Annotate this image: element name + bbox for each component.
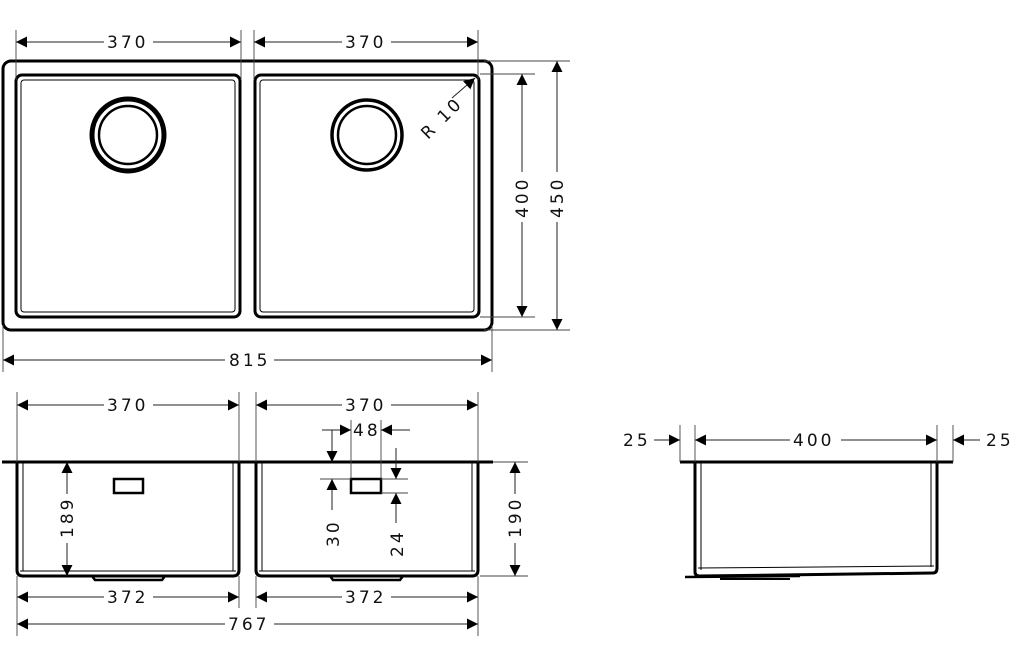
front-left-basin (15, 462, 241, 578)
dim-top-right-width: 370 (254, 33, 478, 53)
front-view: 370 370 48 30 24 (2, 392, 528, 636)
dim-side-flange-right: 25 (953, 431, 1014, 451)
svg-text:30: 30 (324, 519, 344, 547)
svg-text:370: 370 (107, 396, 148, 416)
svg-text:48: 48 (353, 421, 381, 441)
drain-right-icon (330, 98, 404, 172)
front-right-basin (254, 462, 480, 578)
svg-text:400: 400 (793, 431, 834, 451)
dim-overflow-width: 48 (322, 421, 410, 441)
dim-bottom-right-width: 372 (256, 588, 478, 608)
dim-top-left-width: 370 (16, 33, 241, 53)
svg-text:25: 25 (986, 431, 1014, 451)
drain-left-icon (89, 96, 167, 174)
svg-text:372: 372 (345, 588, 386, 608)
right-basin-inner-edge (259, 79, 475, 313)
dim-front-left-width: 370 (17, 396, 239, 416)
dim-outer-depth: 450 (548, 61, 568, 330)
outer-flange-outline (1, 59, 494, 332)
svg-text:370: 370 (345, 33, 386, 53)
dim-right-depth: 190 (506, 462, 526, 576)
svg-text:815: 815 (229, 351, 270, 371)
dim-overall-width-top: 815 (3, 351, 492, 371)
left-basin-outline (14, 73, 242, 319)
dim-side-basin-depth: 400 (695, 431, 937, 451)
side-basin-outline (693, 462, 939, 578)
right-basin-outline (253, 73, 481, 319)
front-left-drain-lip (91, 575, 166, 582)
svg-text:767: 767 (228, 615, 269, 635)
dim-bottom-left-width: 372 (17, 588, 239, 608)
top-view: 370 370 R 10 400 450 (1, 30, 570, 372)
dim-side-flange-left: 25 (623, 431, 680, 451)
dim-left-depth: 189 (58, 462, 78, 576)
dim-corner-radius: R 10 (417, 77, 476, 144)
side-bottom-plate (684, 574, 801, 579)
dim-overflow-offset-top: 30 (324, 430, 344, 547)
dim-front-overall-width: 767 (17, 615, 478, 635)
svg-text:370: 370 (345, 396, 386, 416)
overflow-right-icon (349, 477, 383, 495)
svg-text:25: 25 (623, 431, 651, 451)
left-basin-inner-edge (20, 79, 236, 313)
dim-front-right-width: 370 (256, 396, 478, 416)
svg-text:372: 372 (107, 588, 148, 608)
dim-inner-depth: 400 (513, 74, 533, 317)
front-right-drain-lip (329, 575, 404, 582)
svg-text:400: 400 (513, 177, 533, 218)
svg-text:24: 24 (388, 529, 408, 557)
overflow-left-icon (112, 477, 145, 495)
svg-text:190: 190 (506, 497, 526, 538)
svg-text:370: 370 (107, 33, 148, 53)
dim-overflow-offset-right: 24 (388, 448, 408, 557)
svg-text:R 10: R 10 (417, 93, 467, 143)
side-view: 25 400 25 (623, 425, 1014, 580)
svg-text:189: 189 (58, 497, 78, 538)
svg-text:450: 450 (548, 177, 568, 218)
